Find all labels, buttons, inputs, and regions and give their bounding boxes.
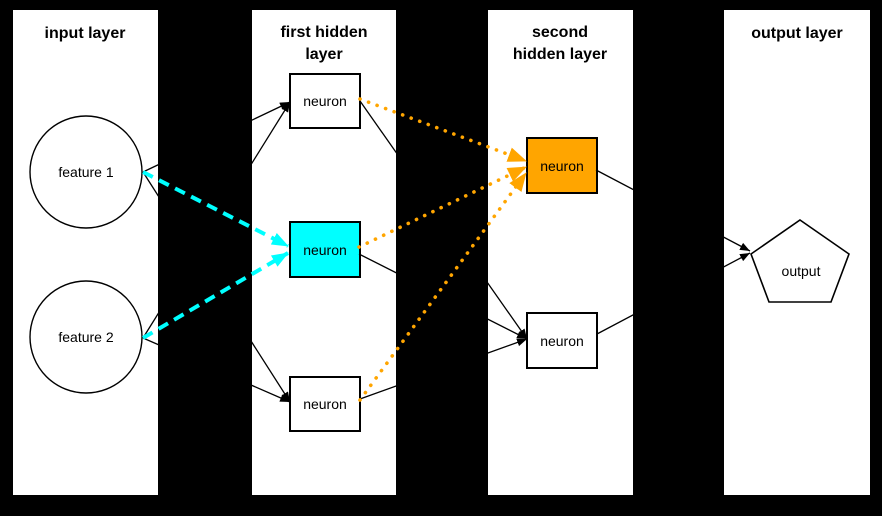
feature-1-label: feature 1: [58, 164, 113, 180]
hidden2-top-shape: [526, 137, 598, 194]
node-hidden1-top: neuron: [289, 73, 361, 129]
feature-1-shape: [29, 115, 143, 229]
layer-panel-second-hidden: [488, 10, 633, 495]
hidden1-middle-label: neuron: [303, 242, 347, 258]
feature-2-shape: [29, 280, 143, 394]
hidden1-middle-shape: [289, 221, 361, 278]
node-output: output: [750, 219, 850, 303]
hidden1-top-shape: [289, 73, 361, 129]
layer-title-second-hidden: second hidden layer: [513, 24, 607, 63]
edge-hidden1-bottom-to-hidden2-bottom: [359, 338, 528, 400]
node-feature-1: feature 1: [29, 115, 143, 229]
highlight-edge-hidden1-middle-to-hidden2-top: [357, 165, 528, 249]
node-hidden2-bottom: neuron: [526, 312, 598, 369]
layer-title-output: output layer: [751, 25, 843, 42]
highlight-edge-feature1-to-hidden1-middle: [142, 170, 289, 248]
layer-panel-input: [13, 10, 158, 495]
hidden1-top-label: neuron: [303, 93, 347, 109]
layer-title-input: input layer: [45, 25, 126, 42]
node-hidden1-middle-highlighted-cyan: neuron: [289, 221, 361, 278]
layer-title-second-hidden-line1: second: [532, 24, 588, 41]
output-label: output: [782, 263, 821, 279]
hidden2-top-label: neuron: [540, 158, 584, 174]
hidden2-bottom-label: neuron: [540, 333, 584, 349]
edge-hidden1-top-to-hidden2-bottom: [359, 100, 528, 340]
edge-feature2-to-hidden1-bottom: [142, 337, 291, 403]
layer-title-second-hidden-line2: hidden layer: [513, 46, 607, 63]
layer-title-first-hidden-line1: first hidden: [280, 24, 367, 41]
edges-orange-dotted: [357, 97, 528, 402]
edge-feature1-to-hidden1-top: [142, 101, 291, 173]
output-shape: [750, 219, 850, 303]
layer-title-first-hidden-line2: layer: [305, 46, 342, 63]
edges-cyan-dashed: [141, 170, 290, 340]
highlight-edge-feature2-to-hidden1-middle: [141, 251, 290, 340]
layer-title-first-hidden: first hidden layer: [280, 24, 367, 63]
node-hidden1-bottom: neuron: [289, 376, 361, 432]
feature-2-label: feature 2: [58, 329, 113, 345]
node-hidden2-top-highlighted-orange: neuron: [526, 137, 598, 194]
node-feature-2: feature 2: [29, 280, 143, 394]
edge-hidden2-top-to-output: [595, 169, 751, 252]
edges-solid: [142, 100, 751, 403]
edge-hidden1-middle-to-hidden2-bottom: [358, 253, 528, 340]
highlight-edge-hidden1-bottom-to-hidden2-top: [358, 171, 528, 402]
edge-feature1-to-hidden1-bottom: [142, 171, 291, 403]
hidden1-bottom-label: neuron: [303, 396, 347, 412]
hidden2-bottom-shape: [526, 312, 598, 369]
edge-feature2-to-hidden1-top: [142, 101, 291, 339]
edge-hidden2-bottom-to-output: [596, 252, 751, 335]
hidden1-bottom-shape: [289, 376, 361, 432]
